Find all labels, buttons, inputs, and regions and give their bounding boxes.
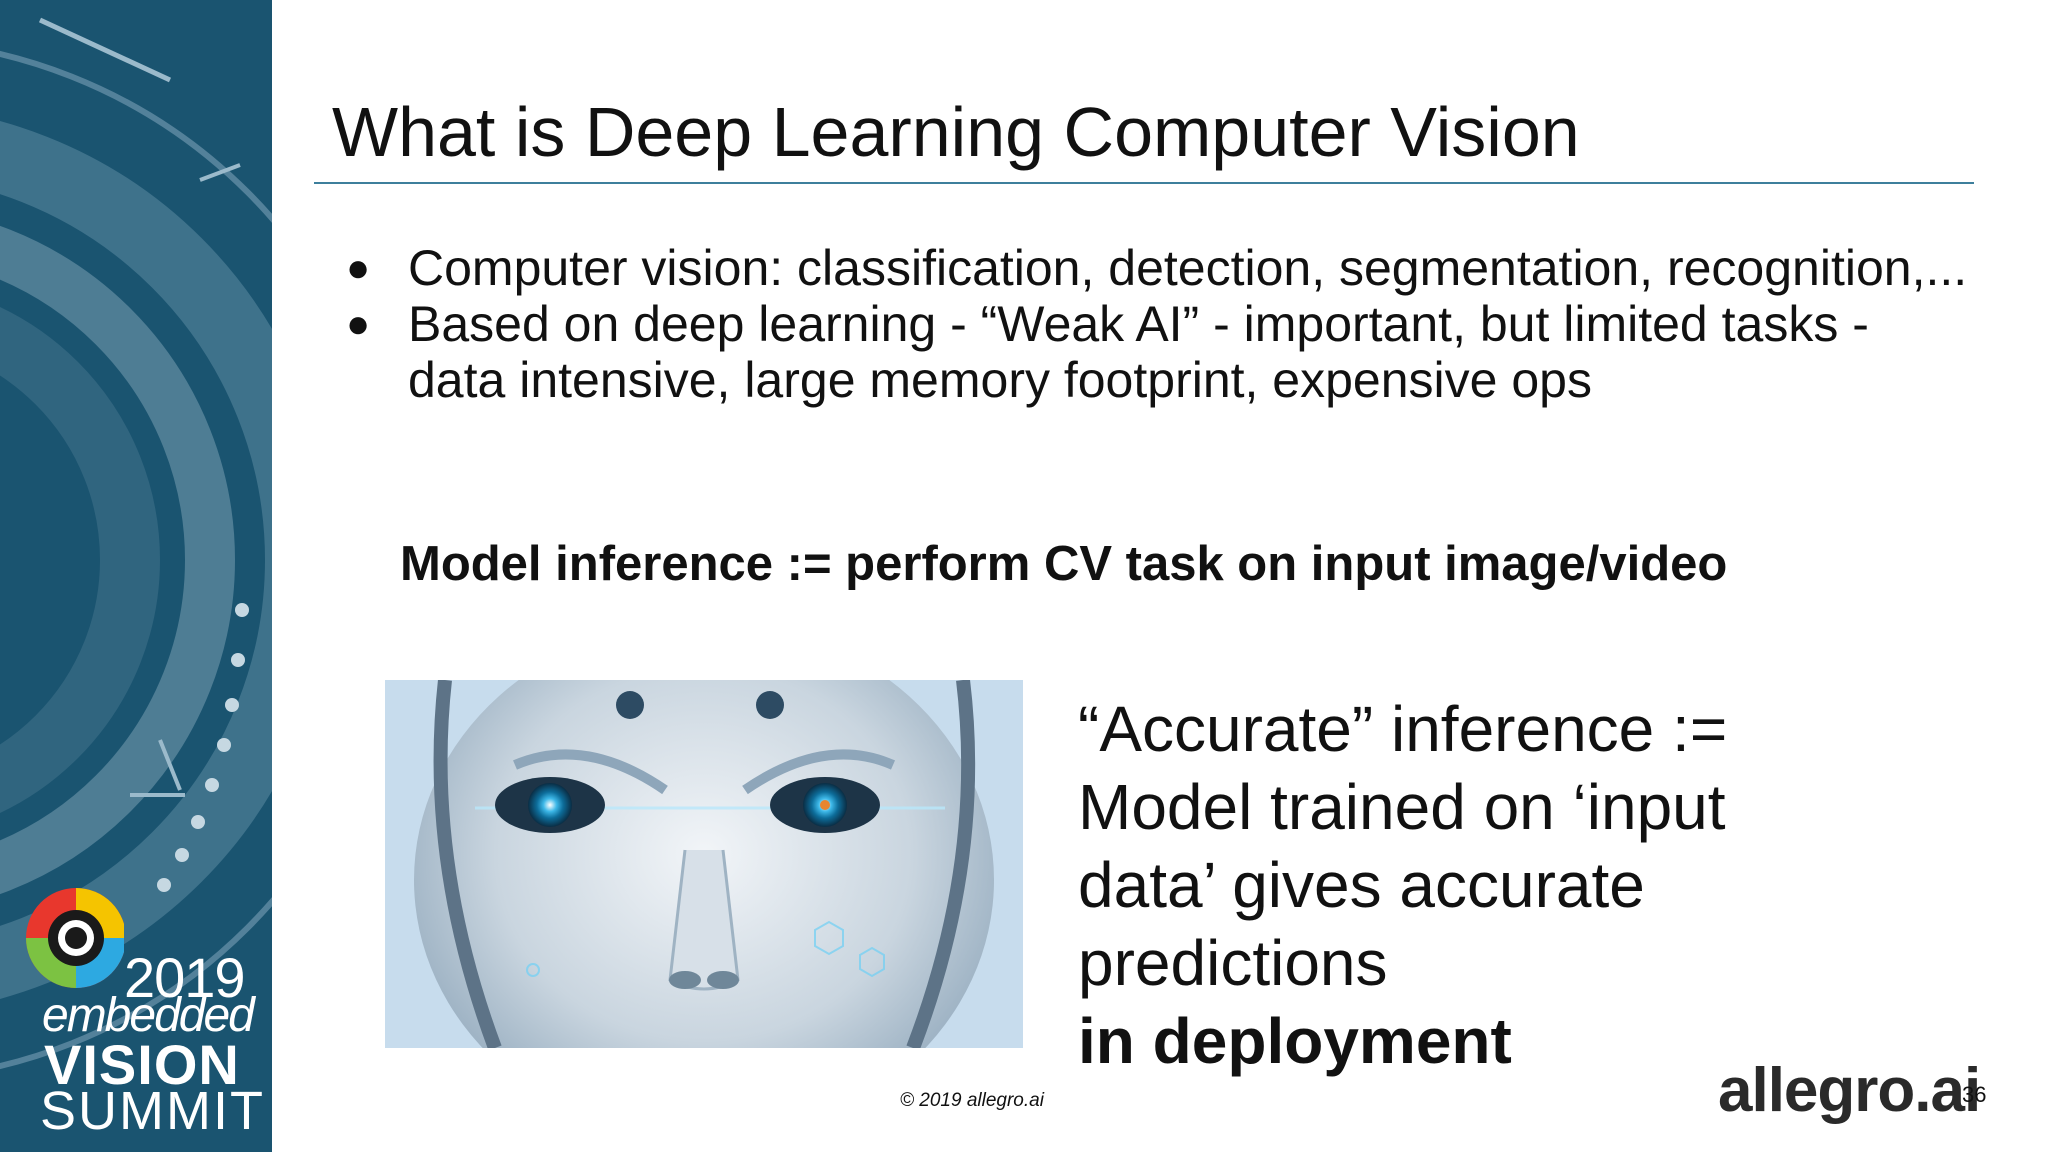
brand-logo: allegro.ai bbox=[1718, 1056, 1981, 1125]
quote-emphasis: in deployment bbox=[1078, 1005, 1512, 1077]
copyright-notice: © 2019 allegro.ai bbox=[900, 1090, 1044, 1111]
quote-line: predictions bbox=[1078, 927, 1388, 999]
accurate-inference-quote: “Accurate” inference := Model trained on… bbox=[1078, 690, 1727, 1080]
title-divider bbox=[314, 182, 1974, 184]
logo-vision: VISION bbox=[44, 1033, 240, 1096]
quote-line: Model trained on ‘input bbox=[1078, 771, 1726, 843]
bullet-item: ● Based on deep learning - “Weak AI” - i… bbox=[340, 296, 1980, 408]
bullet-text: Based on deep learning - “Weak AI” - imp… bbox=[408, 296, 1869, 408]
camera-lens-icon bbox=[26, 888, 124, 988]
bullet-list: ● Computer vision: classification, detec… bbox=[340, 240, 1980, 408]
bullet-text: Computer vision: classification, detecti… bbox=[408, 240, 1968, 296]
logo-year: 2019 bbox=[124, 946, 246, 1009]
bullet-item: ● Computer vision: classification, detec… bbox=[340, 240, 1980, 296]
key-statement: Model inference := perform CV task on in… bbox=[400, 537, 1728, 591]
slide-title: What is Deep Learning Computer Vision bbox=[332, 93, 1580, 171]
logo-summit: SUMMIT bbox=[40, 1081, 265, 1141]
summit-logo: 2019 embedded VISION SUMMIT bbox=[14, 880, 263, 1141]
bullet-icon: ● bbox=[346, 246, 371, 290]
robot-face-image bbox=[385, 680, 1023, 1048]
bullet-icon: ● bbox=[346, 302, 371, 346]
page-number: 36 bbox=[1962, 1082, 1987, 1107]
sidebar-decoration bbox=[0, 17, 272, 1069]
logo-embedded: embedded bbox=[42, 989, 255, 1042]
quote-line: “Accurate” inference := bbox=[1078, 693, 1728, 765]
conference-sidebar: 2019 embedded VISION SUMMIT bbox=[0, 0, 272, 1152]
quote-line: data’ gives accurate bbox=[1078, 849, 1645, 921]
